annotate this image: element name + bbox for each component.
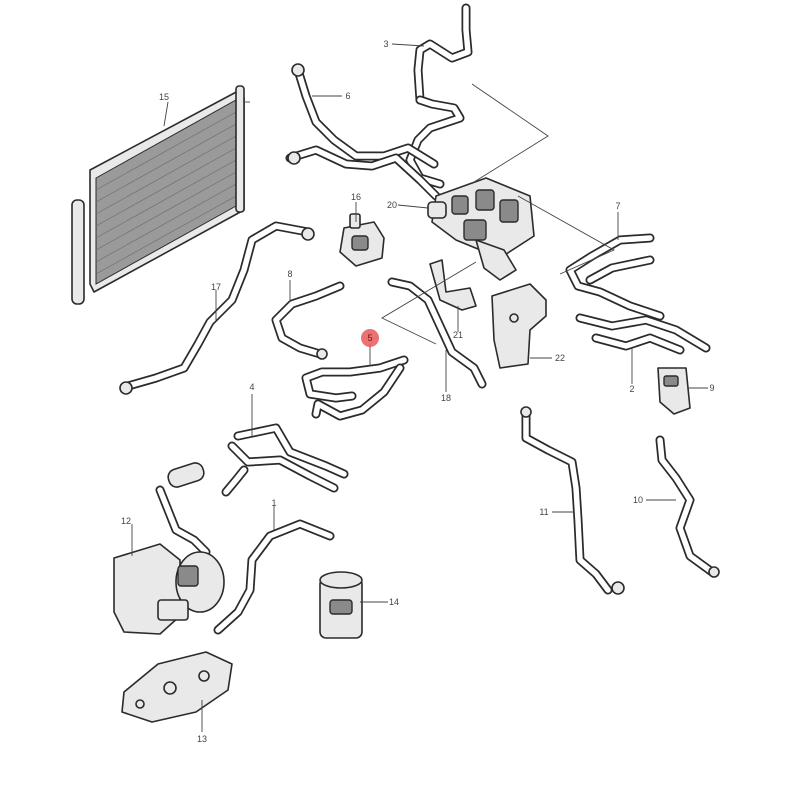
- hose-to-compressor: [155, 462, 211, 557]
- callout-11: 11: [539, 507, 548, 517]
- bracket-part-21: [429, 259, 477, 311]
- pipe-part-2: [575, 313, 711, 355]
- pipe-part-7: [565, 233, 665, 321]
- callout-16: 16: [351, 192, 361, 202]
- pipe-part-4: [221, 423, 349, 497]
- callout-15: 15: [159, 92, 169, 102]
- callout-6: 6: [345, 91, 350, 101]
- highlight-marker: [361, 329, 379, 347]
- hose-part-17: [119, 221, 315, 395]
- callout-17: 17: [211, 282, 221, 292]
- callout-20: 20: [387, 200, 397, 210]
- drier-part-14: [319, 571, 363, 639]
- callout-labels: 1 2 3 4 5 6 7 8 9 10 11 12 13 14 15 16 1…: [121, 39, 715, 744]
- valve-block-part-20: [427, 177, 535, 281]
- pipe-part-6: [285, 63, 441, 201]
- callout-3: 3: [383, 39, 388, 49]
- callout-4: 4: [249, 382, 254, 392]
- hose-part-1: [213, 519, 335, 635]
- callout-10: 10: [633, 495, 643, 505]
- condenser-part-15: [71, 85, 245, 305]
- bracket-part-22: [491, 283, 547, 369]
- sensor-part-9: [657, 367, 691, 415]
- callout-2: 2: [629, 384, 634, 394]
- hose-part-11: [520, 406, 625, 595]
- callout-7: 7: [615, 201, 620, 211]
- callout-13: 13: [197, 734, 207, 744]
- callout-12: 12: [121, 516, 131, 526]
- callout-22: 22: [555, 353, 565, 363]
- compressor-part-12: [113, 543, 225, 635]
- callout-21: 21: [453, 330, 463, 340]
- hose-part-5: [301, 355, 409, 421]
- hose-part-10: [655, 435, 720, 578]
- bracket-part-13: [121, 651, 233, 723]
- callout-5: 5: [367, 333, 372, 343]
- callout-1: 1: [271, 498, 276, 508]
- callout-9: 9: [709, 383, 714, 393]
- callout-8: 8: [287, 269, 292, 279]
- callout-14: 14: [389, 597, 399, 607]
- leader-lines: [131, 43, 708, 732]
- callout-18: 18: [441, 393, 451, 403]
- valve-part-16: [339, 213, 385, 267]
- guide-lines: [381, 83, 616, 345]
- hose-part-8: [271, 281, 345, 360]
- hose-part-18: [387, 277, 487, 389]
